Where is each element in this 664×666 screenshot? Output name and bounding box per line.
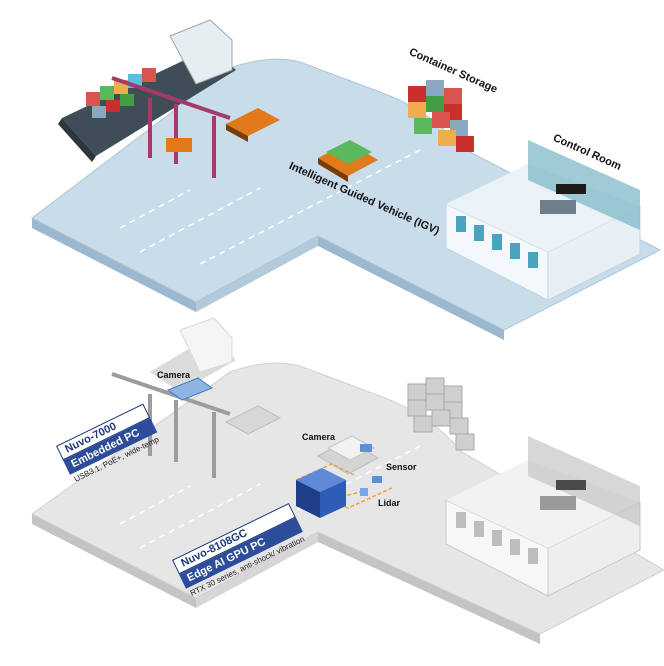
top-igv-loaded xyxy=(318,140,378,182)
top-ground-side xyxy=(32,218,196,312)
bottom-ground-side-long xyxy=(318,532,540,644)
bottom-edge-ai-pc xyxy=(296,468,346,518)
bottom-camera-device xyxy=(360,444,372,452)
bottom-lidar-device xyxy=(360,488,368,496)
top-gantry-crane xyxy=(111,76,231,178)
label-camera-crane: Camera xyxy=(157,370,191,380)
bottom-container-storage xyxy=(407,377,475,451)
top-ground-side-long xyxy=(318,236,504,340)
bottom-igv-empty xyxy=(224,405,282,435)
label-lidar: Lidar xyxy=(378,498,401,508)
bottom-ground-side xyxy=(32,514,196,608)
label-sensor: Sensor xyxy=(386,462,417,472)
label-camera-edge: Camera xyxy=(302,432,336,442)
top-igv-empty xyxy=(226,108,280,142)
bottom-crane-camera-box xyxy=(166,377,214,401)
top-ground-side-right xyxy=(196,236,318,312)
top-crane-container xyxy=(166,138,192,152)
top-road-markings xyxy=(119,149,421,265)
top-container-storage xyxy=(408,80,474,152)
bottom-ground-side-right xyxy=(196,532,318,608)
bottom-gantry-crane xyxy=(111,372,231,478)
bottom-sensor-device xyxy=(372,476,382,483)
top-control-room xyxy=(445,140,641,301)
bottom-control-room xyxy=(445,436,641,597)
bottom-igv-cargo xyxy=(326,435,376,461)
bottom-ship xyxy=(150,317,236,392)
